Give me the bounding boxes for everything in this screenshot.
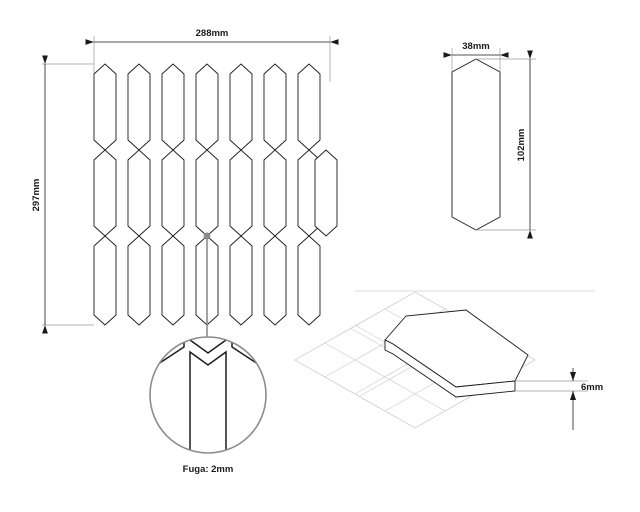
single-tile-outline [451,58,501,231]
dimension-layout-height-label: 297mm [31,179,42,212]
tile-row-top [93,63,321,151]
tile-row-middle [93,149,338,237]
dimension-tile-height-label: 102mm [516,129,527,162]
dimension-layout-width: 288mm [85,28,339,45]
grout-detail-label: Fuga: 2mm [183,464,234,475]
dimension-tile-thickness-label: 6mm [581,382,603,393]
dimension-layout-width-label: 288mm [196,28,229,39]
thickness-arrow-bottom [570,391,576,400]
dimension-layout-height: 297mm [31,55,48,334]
isometric-view: 6mm [294,290,603,430]
single-tile-view: 38mm 102mm [443,41,536,239]
dimension-tile-height: 102mm [516,50,533,239]
isometric-tile-top-face [384,309,529,388]
dimension-tile-width: 38mm [443,41,509,58]
layout-height-extension-lines [42,63,94,326]
dimension-tile-width-label: 38mm [462,41,489,52]
detail-circle-boundary [149,336,267,454]
thickness-arrow-top [570,372,576,381]
dimension-tile-thickness: 6mm [515,368,603,430]
tile-row-bottom [93,235,321,326]
tile-layout-view: 288mm 297mm [31,28,339,334]
detail-leader-dot [203,232,211,240]
